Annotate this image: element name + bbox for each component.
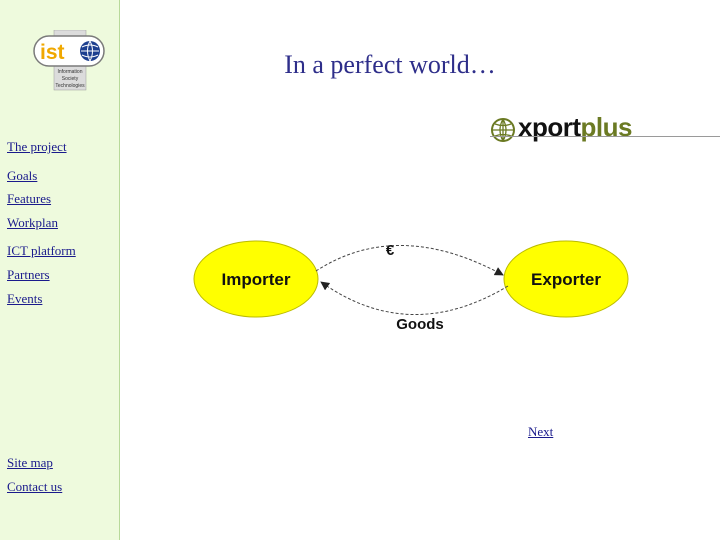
- nav-link-site-map[interactable]: Site map: [7, 455, 53, 470]
- brand-divider: [490, 136, 720, 137]
- nav-link-contact-us[interactable]: Contact us: [7, 479, 63, 494]
- goods-label: Goods: [396, 316, 444, 333]
- brand-logo: xportplus: [518, 112, 632, 143]
- nav-link-partners[interactable]: Partners: [7, 267, 50, 282]
- ist-logo-text: ist: [40, 41, 65, 64]
- importer-node: [193, 240, 319, 318]
- nav-link-events[interactable]: Events: [7, 291, 43, 306]
- sidebar: ist Information Society Technologies The…: [0, 0, 120, 540]
- exporter-node: [503, 240, 629, 318]
- euro-label: €: [386, 242, 395, 259]
- page-title: In a perfect world…: [284, 50, 496, 79]
- brand-part-1: xport: [518, 112, 581, 142]
- nav-link-goals[interactable]: Goals: [7, 168, 38, 183]
- importer-label: Importer: [222, 270, 291, 289]
- ist-logo[interactable]: ist Information Society Technologies: [30, 30, 110, 92]
- nav-link-ict-platform[interactable]: ICT platform: [7, 243, 76, 258]
- ist-tagline-1: Information: [57, 69, 82, 75]
- goods-arrow: [320, 281, 509, 315]
- nav-link-workplan[interactable]: Workplan: [7, 215, 58, 230]
- trade-diagram: Importer Exporter € Goods: [193, 240, 629, 333]
- ist-tagline-3: Technologies: [55, 83, 85, 89]
- nav-link-the-project[interactable]: The project: [7, 139, 67, 154]
- payment-arrow: [315, 244, 504, 276]
- ist-tagline-2: Society: [62, 76, 79, 82]
- brand-part-2: plus: [580, 112, 633, 142]
- next-link[interactable]: Next: [528, 424, 554, 439]
- nav-link-features[interactable]: Features: [7, 191, 52, 206]
- exporter-label: Exporter: [531, 270, 601, 289]
- brand-globe-icon: [491, 118, 515, 142]
